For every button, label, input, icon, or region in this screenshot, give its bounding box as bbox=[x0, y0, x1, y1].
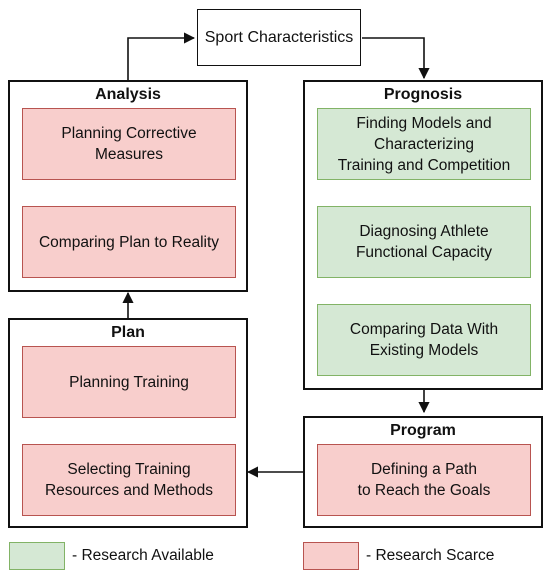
plan-item-selecting-resources: Selecting Training Resources and Methods bbox=[22, 444, 236, 516]
legend-label-available: - Research Available bbox=[72, 547, 214, 564]
prognosis-item-diagnosing-capacity: Diagnosing Athlete Functional Capacity bbox=[317, 206, 531, 278]
plan-item-planning-training: Planning Training bbox=[22, 346, 236, 418]
prognosis-item-finding-models: Finding Models and Characterizing Traini… bbox=[317, 108, 531, 180]
analysis-item-comparing-plan-to-reality: Comparing Plan to Reality bbox=[22, 206, 236, 278]
prognosis-box: Prognosis Finding Models and Characteriz… bbox=[303, 80, 543, 390]
program-title: Program bbox=[390, 422, 456, 439]
analysis-item-planning-corrective-measures: Planning Corrective Measures bbox=[22, 108, 236, 180]
analysis-box: Analysis Planning Corrective Measures Co… bbox=[8, 80, 248, 292]
sport-characteristics-label: Sport Characteristics bbox=[204, 28, 354, 46]
arrow-analysis-to-sport bbox=[127, 32, 196, 80]
plan-box: Plan Planning Training Selecting Trainin… bbox=[8, 318, 248, 528]
plan-title: Plan bbox=[111, 324, 145, 341]
legend-swatch-scarce bbox=[303, 542, 359, 570]
analysis-title: Analysis bbox=[95, 86, 161, 103]
prognosis-title: Prognosis bbox=[383, 86, 463, 103]
legend-swatch-available bbox=[9, 542, 65, 570]
program-item-defining-path: Defining a Path to Reach the Goals bbox=[317, 444, 531, 516]
legend-label-scarce: - Research Scarce bbox=[366, 547, 495, 564]
prognosis-item-comparing-data: Comparing Data With Existing Models bbox=[317, 304, 531, 376]
program-box: Program Defining a Path to Reach the Goa… bbox=[303, 416, 543, 528]
sport-characteristics-box: Sport Characteristics bbox=[197, 9, 361, 66]
arrow-sport-to-prognosis bbox=[362, 37, 430, 80]
